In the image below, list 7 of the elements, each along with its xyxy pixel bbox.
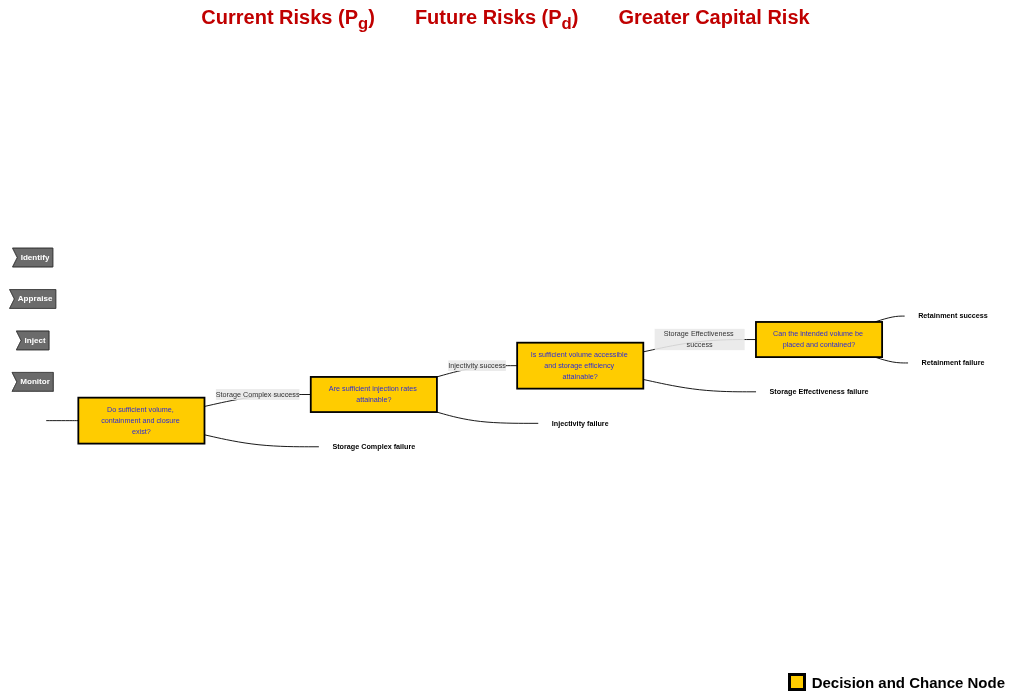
risk-label: Current Risks (P$_{g}$) — [201, 6, 375, 34]
connector — [45, 420, 79, 422]
connector — [204, 434, 320, 448]
risk-label: Future Risks (P$_{d}$) — [414, 6, 579, 34]
risk-label: Greater Capital Risk — [618, 6, 810, 30]
connector — [436, 411, 539, 424]
legend-text: Decision and Chance Node — [811, 673, 1005, 691]
